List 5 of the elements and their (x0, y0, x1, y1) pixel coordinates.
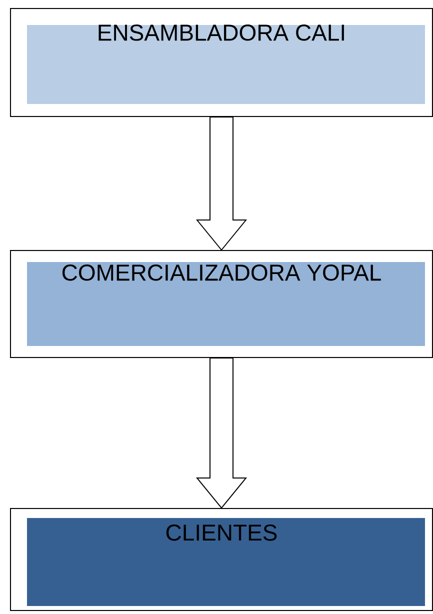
block-arrow (196, 116, 248, 251)
process-box: COMERCIALIZADORA YOPAL (10, 250, 433, 358)
block-arrow (196, 358, 248, 509)
process-box: CLIENTES (10, 508, 433, 611)
process-box: ENSAMBLADORA CALI (10, 8, 433, 117)
